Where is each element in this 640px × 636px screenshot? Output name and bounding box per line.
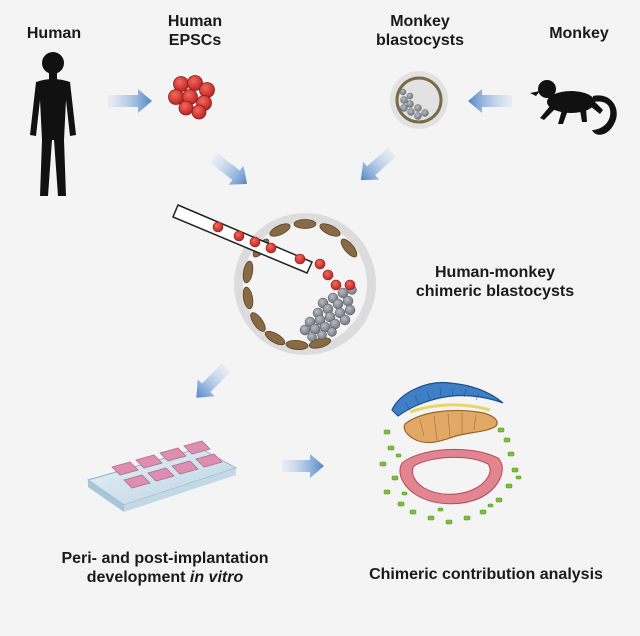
monkey-blastocysts-line-2: blastocysts: [375, 32, 465, 49]
human-label: Human: [26, 25, 82, 42]
analysis-label: Chimeric contribution analysis: [369, 566, 603, 583]
human-epscs-cluster-icon: [168, 75, 215, 120]
human-epscs-label: Human EPSCs: [150, 12, 240, 50]
chimeric-line-1: Human-monkey: [434, 264, 556, 281]
monkey-silhouette-icon: [530, 80, 617, 135]
arrow-epscs-to-chimera: [210, 153, 248, 185]
arrow-chimera-to-culture: [196, 363, 231, 398]
chimeric-line-2: chimeric blastocysts: [415, 283, 575, 300]
monkey-blastocysts-label: Monkey blastocysts: [360, 12, 480, 50]
arrow-culture-to-analysis: [282, 454, 324, 478]
human-silhouette-icon: [30, 52, 76, 196]
embryo-section-icon: [379, 381, 522, 525]
chimeric-blastocyst-icon: [234, 213, 376, 355]
human-epscs-line-1: Human: [167, 13, 223, 30]
monkey-blastocyst-icon: [390, 71, 448, 129]
culture-plate-icon: [86, 440, 238, 512]
monkey-blastocysts-line-1: Monkey: [390, 13, 450, 30]
arrow-monkey-to-blastocyst: [468, 89, 512, 113]
monkey-label: Monkey: [549, 25, 609, 42]
culture-line-2-italic: in vitro: [189, 569, 244, 586]
chimeric-blastocysts-label: Human-monkey chimeric blastocysts: [400, 263, 590, 301]
arrow-blastocyst-to-chimera: [360, 147, 397, 181]
culture-line-2: development in vitro: [40, 568, 290, 587]
human-epscs-line-2: EPSCs: [168, 32, 222, 49]
culture-label: Peri- and post-implantation development …: [40, 549, 290, 587]
culture-line-1: Peri- and post-implantation: [61, 550, 269, 567]
culture-line-2-prefix: development: [86, 569, 190, 586]
arrow-human-to-epscs: [108, 89, 152, 113]
pipette-icon: [172, 204, 314, 274]
